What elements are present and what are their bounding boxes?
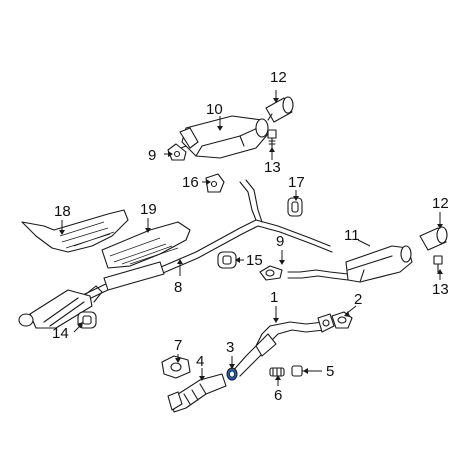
callout-19: 19 (140, 201, 157, 218)
callout-8: 8 (174, 279, 182, 296)
intermediate-pipe[interactable] (63, 179, 333, 311)
rear-muffler-right[interactable] (287, 245, 413, 283)
catalytic-converter[interactable] (18, 285, 103, 329)
callout-12-right: 12 (432, 195, 449, 212)
callout-3: 3 (226, 339, 234, 356)
isolator-15[interactable] (217, 251, 237, 269)
callout-12-upper: 12 (270, 69, 287, 86)
callout-1: 1 (270, 289, 278, 306)
exhaust-tip-right[interactable] (419, 226, 448, 251)
front-pipe[interactable] (231, 313, 335, 377)
flex-pipe-4[interactable] (167, 373, 227, 413)
callout-15: 15 (246, 252, 263, 269)
callout-6: 6 (274, 387, 282, 404)
callout-13-right: 13 (432, 281, 449, 298)
callout-7: 7 (174, 337, 182, 354)
gasket-7[interactable] (161, 355, 191, 379)
callout-14: 14 (52, 325, 69, 342)
bolt-upper[interactable] (267, 129, 277, 149)
bolt-right[interactable] (433, 255, 443, 273)
callout-11: 11 (344, 227, 360, 244)
hanger-bracket[interactable] (205, 173, 225, 193)
heat-shield-center[interactable] (101, 221, 191, 269)
callout-9-lower: 9 (276, 233, 284, 250)
gasket-lower[interactable] (259, 265, 283, 281)
callout-17: 17 (288, 174, 305, 191)
exhaust-tip-upper[interactable] (265, 96, 294, 123)
callout-13-upper: 13 (264, 159, 281, 176)
stud-6[interactable] (269, 367, 285, 377)
rear-muffler-upper[interactable] (175, 115, 269, 159)
callout-10: 10 (206, 101, 223, 118)
callout-18: 18 (54, 203, 71, 220)
callout-4: 4 (196, 353, 204, 370)
gasket-3-highlighted[interactable] (226, 367, 238, 381)
callout-5: 5 (326, 363, 334, 380)
hanger-insulator-upper[interactable] (167, 143, 187, 161)
callout-16: 16 (182, 174, 199, 191)
callout-9-upper: 9 (148, 147, 156, 164)
hanger-rubber-17[interactable] (287, 197, 303, 217)
callout-2: 2 (354, 291, 362, 308)
heat-shield-front[interactable] (21, 209, 129, 253)
leader-lines (59, 90, 443, 386)
